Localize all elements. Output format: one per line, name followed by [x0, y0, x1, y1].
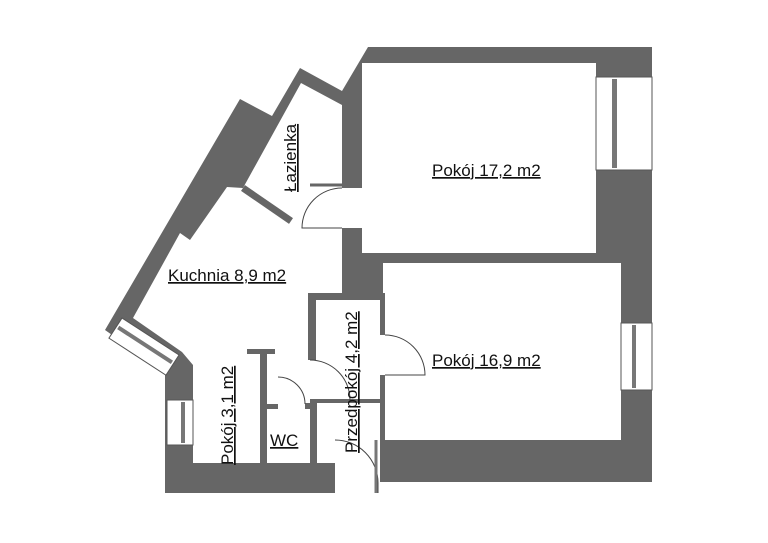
door-entrance[interactable] [334, 439, 379, 493]
label-przedpokoj: Przedpokój 4,2 m2 [342, 311, 361, 453]
window-right [620, 322, 653, 391]
label-kuchnia: Kuchnia 8,9 m2 [168, 266, 286, 285]
window-left [166, 399, 194, 446]
door-pokoj-16[interactable] [384, 334, 426, 376]
doorway-pokoj-16 [379, 335, 385, 375]
window-diagonal [108, 317, 180, 376]
label-pokoj-3: Pokój 3,1 m2 [218, 366, 237, 465]
doorway-pokoj-17 [341, 188, 363, 228]
label-wc: WC [270, 431, 298, 450]
label-pokoj-16: Pokój 16,9 m2 [432, 351, 541, 370]
door-pokoj-17[interactable] [301, 187, 343, 229]
door-wc[interactable] [277, 376, 306, 405]
room-pokoj-16-floor [383, 263, 621, 440]
door-kuchnia-przedpokoj[interactable] [309, 359, 351, 401]
label-lazienka: Łazienka [281, 123, 300, 192]
room-pokoj-17-floor [362, 63, 596, 253]
window-top-right [595, 76, 653, 171]
internal-walls [165, 183, 596, 493]
label-pokoj-17: Pokój 17,2 m2 [432, 161, 541, 180]
